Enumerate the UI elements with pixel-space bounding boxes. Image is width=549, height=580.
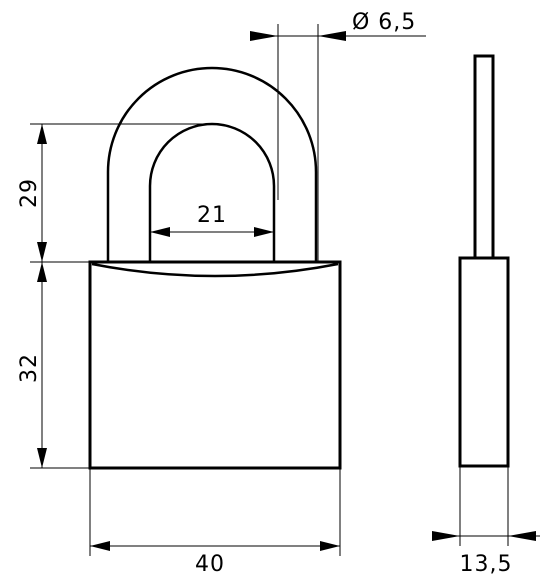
shackle-outer-outline	[106, 66, 318, 262]
arrowhead	[318, 31, 346, 41]
dimension-shackle-inner-width: 21	[150, 203, 274, 237]
shackle-front-view	[106, 66, 318, 262]
body-front-view	[88, 260, 342, 470]
dimension-shackle-diameter: Ø 6,5	[250, 10, 426, 262]
arrowhead	[432, 531, 460, 541]
dimension-label-body-thickness: 13,5	[460, 552, 513, 577]
dimension-label-body-height: 32	[17, 353, 42, 383]
body-outline	[88, 260, 342, 470]
dimension-body-height: 32	[17, 262, 90, 469]
shackle-inner-outline	[148, 122, 276, 262]
dimension-shackle-height: 29	[17, 123, 212, 263]
side-shackle	[473, 54, 495, 260]
arrowhead	[508, 531, 536, 541]
dimension-label-body-width: 40	[195, 552, 225, 577]
dimension-label-shackle-diameter: Ø 6,5	[352, 10, 416, 35]
padlock-side-view	[458, 54, 510, 468]
dimension-body-thickness: 13,5	[432, 466, 540, 577]
arrowhead	[250, 31, 278, 41]
dimension-label-shackle-height: 29	[17, 178, 42, 208]
dimension-label-shackle-inner-width: 21	[197, 203, 227, 228]
dimension-body-width: 40	[89, 468, 341, 577]
body-top-curve	[91, 262, 339, 278]
side-body	[458, 256, 510, 468]
